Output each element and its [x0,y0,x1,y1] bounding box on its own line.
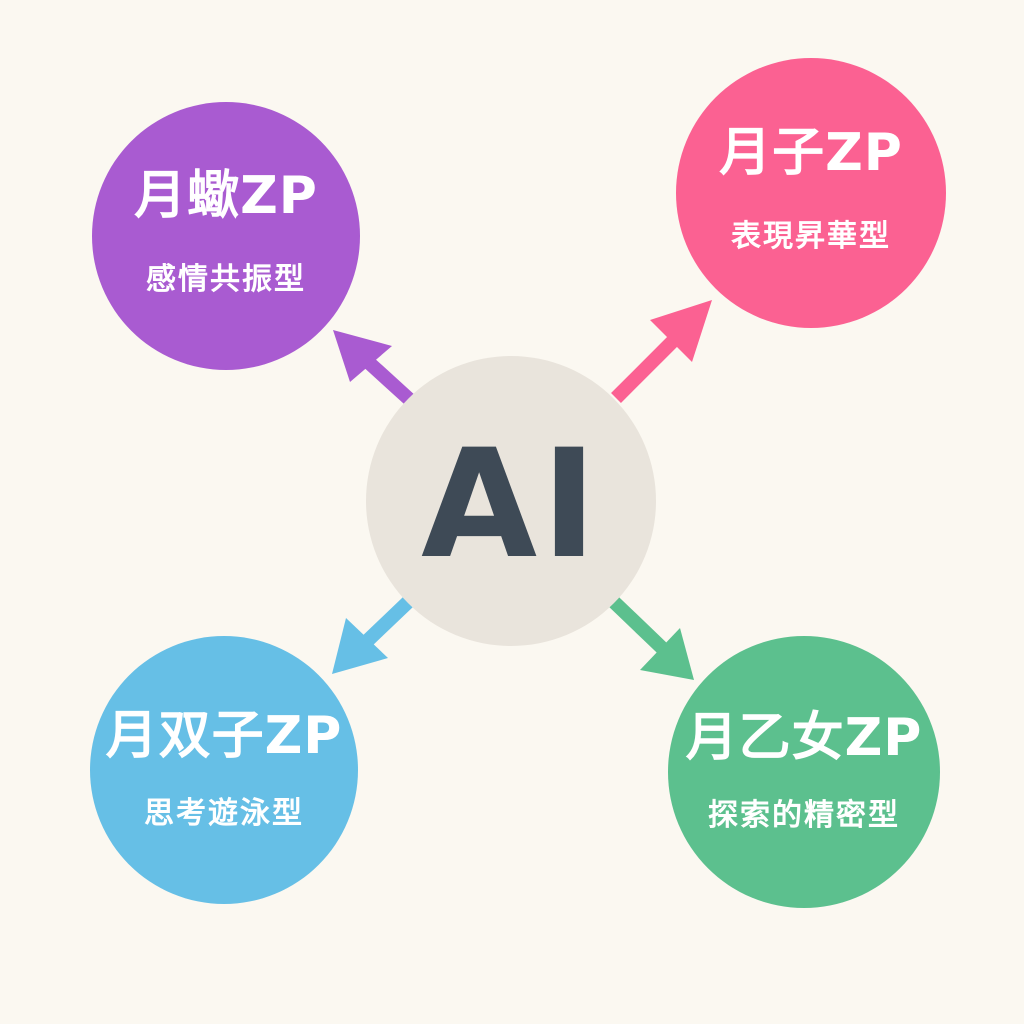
node-subtitle: 表現昇華型 [731,218,891,254]
node-subtitle: 探索的精密型 [708,797,900,833]
arrow-to-purple [333,330,415,406]
node-moon-virgo: 月乙女ZP 探索的精密型 [668,636,940,908]
node-title: 月乙女ZP [685,708,923,769]
arrow-to-pink [611,300,712,403]
arrow-to-green [609,596,694,680]
node-title: 月蠍ZP [134,166,318,227]
node-subtitle: 思考遊泳型 [144,795,304,831]
node-moon-gemini: 月双子ZP 思考遊泳型 [90,636,358,904]
node-title: 月子ZP [719,123,903,184]
node-subtitle: 感情共振型 [146,261,306,297]
arrow-to-blue [332,596,413,674]
center-node: AI [366,356,656,646]
node-title: 月双子ZP [105,706,343,767]
center-label: AI [421,418,601,592]
node-moon-leo: 月子ZP 表現昇華型 [676,58,946,328]
node-moon-scorpio: 月蠍ZP 感情共振型 [92,102,360,370]
